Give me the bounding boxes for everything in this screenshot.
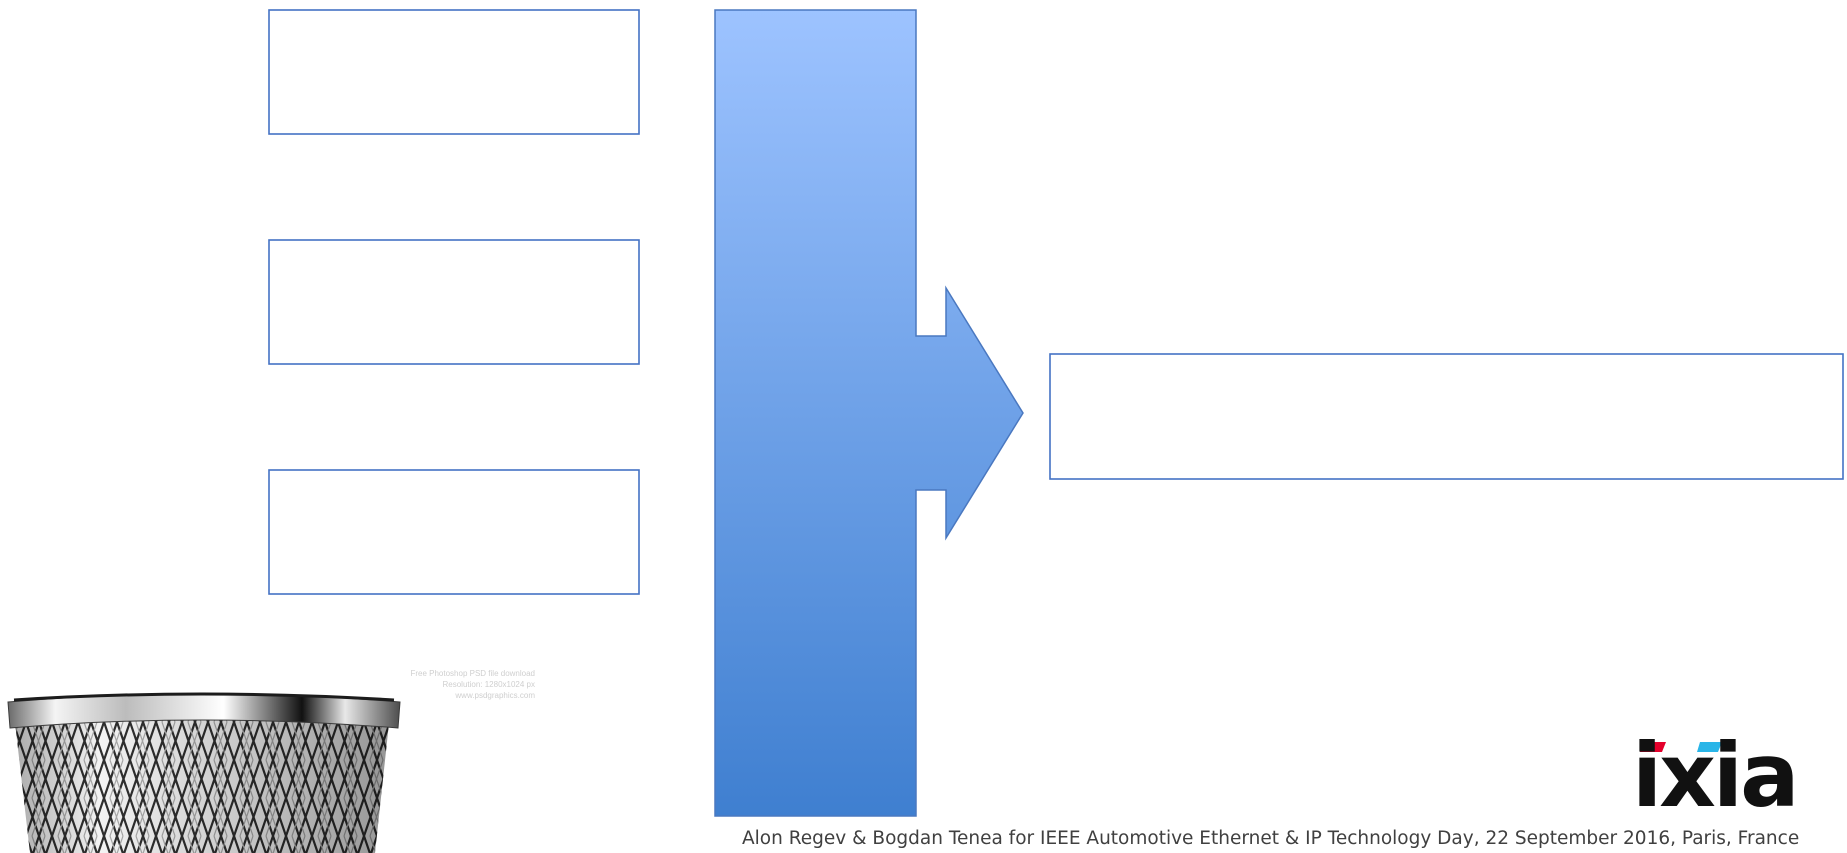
merge-arrow — [714, 9, 1024, 817]
footer-caption: Alon Regev & Bogdan Tenea for IEEE Autom… — [742, 828, 1800, 849]
watermark-line: www.psdgraphics.com — [455, 691, 535, 700]
input-box-1 — [268, 9, 640, 135]
ixia-logo-text: ixia — [1632, 724, 1799, 827]
watermark-line: Free Photoshop PSD file download — [410, 669, 535, 678]
output-box — [1049, 353, 1844, 480]
input-box-3 — [268, 469, 640, 595]
input-box-2 — [268, 239, 640, 365]
trash-bin-watermark: Free Photoshop PSD file download Resolut… — [300, 668, 535, 701]
ixia-logo — [1640, 742, 1722, 752]
watermark-line: Resolution: 1280x1024 px — [442, 680, 535, 689]
trash-bin-icon — [7, 692, 401, 853]
